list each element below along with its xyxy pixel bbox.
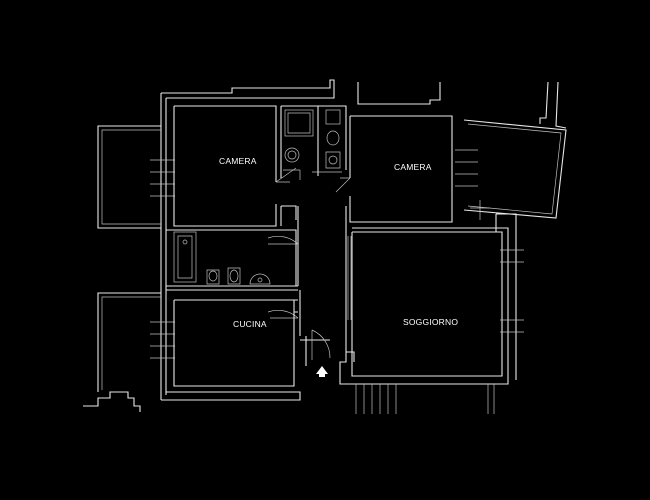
bathroom-top: [280, 105, 347, 180]
room-soggiorno: SOGGIORNO: [339, 213, 524, 385]
room-label-cucina: CUCINA: [233, 319, 267, 329]
bathroom-middle: [166, 229, 298, 291]
wc-icon: [325, 109, 341, 125]
bathtub-icon: [173, 231, 197, 283]
room-camera-1: CAMERA: [173, 105, 297, 227]
room-label-camera-2: CAMERA: [394, 162, 432, 172]
room-camera-2: CAMERA: [335, 115, 453, 223]
entrance-arrow-base: [319, 374, 325, 377]
left-balcony-bottom: [97, 292, 175, 392]
sink-icon: [284, 147, 300, 163]
terrace-railing: [355, 384, 495, 414]
corridor: [267, 206, 347, 366]
entrance-arrow-icon: [316, 366, 328, 374]
shower-tray-icon: [284, 109, 314, 137]
exterior-walls: [83, 79, 567, 412]
washbasin-icon: [249, 273, 271, 285]
bidet-icon: [206, 269, 220, 285]
toilet-icon: [227, 267, 241, 285]
left-balcony-top: [97, 125, 175, 229]
room-label-soggiorno: SOGGIORNO: [403, 317, 458, 327]
room-cucina: CUCINA: [173, 299, 298, 387]
room-label-camera-1: CAMERA: [219, 156, 257, 166]
right-balcony: [455, 119, 567, 220]
